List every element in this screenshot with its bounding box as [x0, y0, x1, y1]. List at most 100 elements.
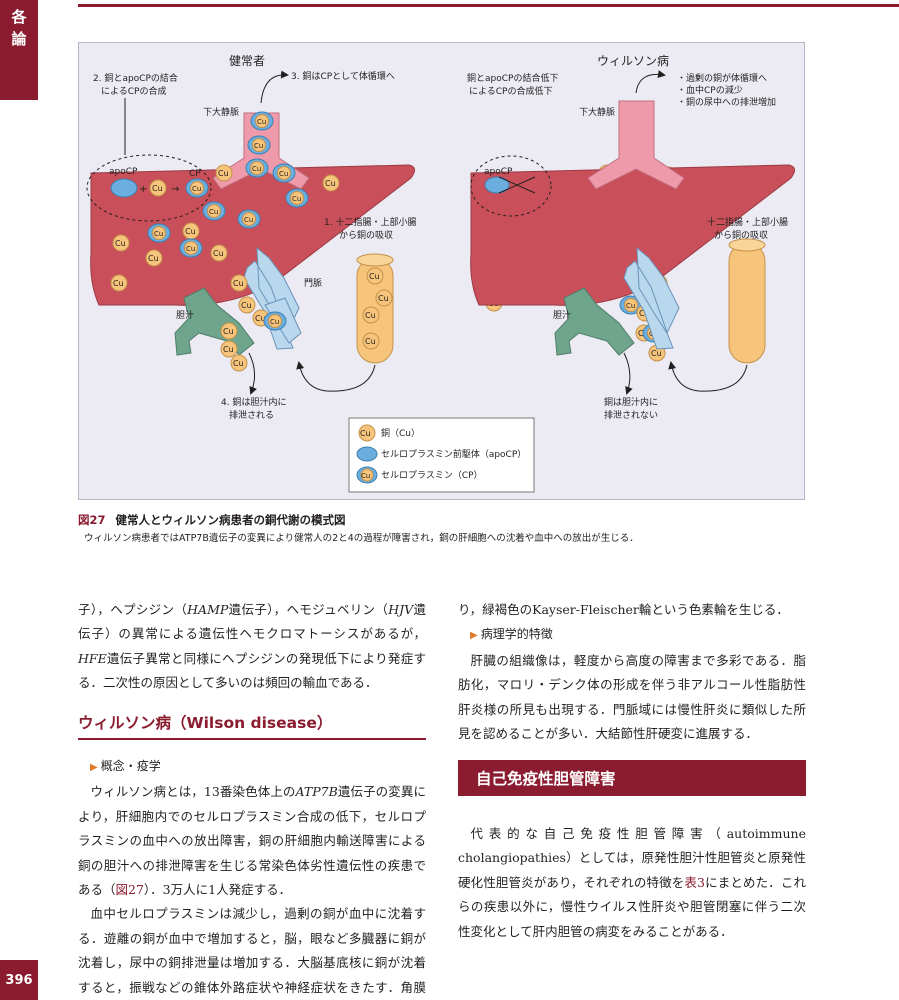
left-step2-line2: によるCPの合成	[101, 85, 166, 97]
left-para-3: 血中セルロプラスミンは減少し，過剰の銅が血中に沈着する．遊離の銅が血中で増加する…	[78, 906, 426, 995]
legend-cu-glyph: Cu	[360, 429, 371, 438]
figure-caption-body: ウィルソン病患者ではATP7B遺伝子の変異により健常人の2と4の過程が障害され，…	[84, 533, 639, 544]
left-column-lower: ▶概念・疫学 ウィルソン病とは，13番染色体上のATP7B遺伝子の変異により，肝…	[78, 754, 426, 1000]
right-ivc	[587, 100, 685, 190]
text-segment: 遺伝子），ヘモジュベリン（	[228, 602, 389, 617]
right-bullet-1: ・過剰の銅が体循環へ	[677, 72, 767, 84]
right-synthesis-circle	[470, 155, 552, 217]
cu-marker	[362, 306, 380, 324]
triangle-icon: ▶	[470, 630, 478, 642]
left-column: 子），ヘプシジン（HAMP遺伝子），ヘモジュベリン（HJV遺伝子）の異常による遺…	[78, 598, 426, 696]
cu-marker	[215, 164, 233, 182]
cp-marker	[268, 314, 282, 328]
figure-title: 健常人とウィルソン病患者の銅代謝の模式図	[115, 513, 346, 527]
text-segment: 代表的な自己免疫性胆管障害（autoimmune cholangiopathie…	[458, 826, 806, 890]
cu-marker	[110, 274, 128, 292]
left-arrow-systemic	[260, 70, 289, 104]
cp-marker	[255, 114, 269, 128]
wilson-heading: ウィルソン病（Wilson disease）	[78, 706, 426, 740]
text-segment: 遺伝子の変異により，肝細胞内でのセルロプラスミン合成の低下，セルロプラスミンの血…	[78, 784, 426, 898]
cu-marker	[220, 340, 238, 358]
cu-label: Cu	[365, 311, 376, 320]
subheading-concept: ▶概念・疫学	[78, 754, 426, 780]
cu-label: Cu	[213, 249, 224, 258]
cu-marker	[230, 354, 248, 372]
cu-marker	[238, 296, 256, 314]
cu-label: Cu	[185, 227, 196, 236]
cu-marker	[230, 274, 248, 292]
text-segment: 遺伝子異常と同様にヘプシジンの発現低下により発症する．二次性の原因として多いのは…	[78, 650, 426, 691]
left-step4-line2: 排泄される	[229, 409, 274, 421]
right-note-line2: によるCPの合成低下	[469, 85, 552, 97]
cu-marker	[220, 322, 238, 340]
right-para-3: 代表的な自己免疫性胆管障害（autoimmune cholangiopathie…	[458, 822, 806, 944]
text-segment: 図27	[115, 882, 144, 898]
cu-label: Cu	[192, 185, 201, 193]
right-title: ウィルソン病	[597, 53, 669, 68]
right-liver	[470, 164, 795, 306]
left-plus: +	[139, 184, 147, 195]
cu-label: Cu	[223, 345, 234, 354]
cp-marker	[190, 181, 204, 195]
cu-label: Cu	[365, 337, 376, 346]
left-liver	[90, 164, 415, 306]
triangle-icon: ▶	[90, 762, 98, 773]
right-arrow-absorb	[668, 361, 748, 392]
right-bullet-2: ・血中CPの減少	[677, 84, 743, 96]
cu-marker	[366, 267, 384, 285]
left-ivc-label: 下大静脈	[203, 106, 239, 118]
cu-label: Cu	[252, 165, 261, 173]
cu-label: Cu	[369, 272, 380, 281]
text-segment: ）．3万人に1人発症する．	[143, 882, 292, 898]
cp-marker	[207, 204, 221, 218]
right-arrow-bile	[623, 352, 633, 395]
right-note-line1: 銅とapoCPの結合低下	[467, 72, 558, 84]
cu-marker	[210, 244, 228, 262]
subheading-pathology-label: 病理学的特徴	[480, 627, 553, 642]
cu-label: Cu	[292, 195, 301, 203]
left-cp-label: CP	[189, 169, 201, 179]
text-segment: HFE	[78, 650, 107, 666]
cu-marker	[375, 289, 393, 307]
right-apocp-shape	[484, 176, 510, 194]
figure-number: 図27	[78, 513, 106, 527]
right-ivc-label: 下大静脈	[579, 106, 615, 118]
page-number: 396	[0, 960, 38, 1000]
text-segment: ATP7B	[295, 784, 338, 800]
right-intestine	[728, 242, 766, 364]
text-segment: HJV	[388, 602, 414, 617]
right-arrow-systemic	[635, 70, 666, 94]
legend-apocp: セルロプラスミン前駆体（apoCP）	[381, 448, 526, 460]
cu-label: Cu	[152, 184, 163, 193]
left-bile-label: 胆汁	[176, 309, 194, 321]
subheading-pathology: ▶病理学的特徴	[458, 622, 806, 648]
text-segment: ウィルソン病とは，13番染色体上の	[90, 784, 296, 800]
left-arrow-absorb	[296, 361, 376, 392]
cp-marker	[152, 226, 166, 240]
legend-cp-glyph: Cu	[361, 472, 370, 480]
right-bile-note-line1: 銅は胆汁内に	[604, 396, 658, 408]
cu-label: Cu	[279, 170, 288, 178]
right-step1-line1: 十二指腸・上部小腸	[707, 216, 788, 228]
cu-label: Cu	[325, 179, 336, 188]
cu-label: Cu	[115, 239, 126, 248]
text-segment: 子），ヘプシジン（	[78, 602, 188, 617]
right-step1-line2: から銅の吸収	[714, 229, 768, 241]
left-title: 健常者	[229, 54, 265, 68]
right-column-lower: 代表的な自己免疫性胆管障害（autoimmune cholangiopathie…	[458, 822, 806, 944]
left-step4-line1: 4. 銅は胆汁内に	[221, 396, 286, 408]
cu-marker	[362, 332, 380, 350]
cu-marker	[145, 249, 163, 267]
left-para-1: 子），ヘプシジン（HAMP遺伝子），ヘモジュベリン（HJV遺伝子）の異常による遺…	[78, 598, 426, 696]
text-segment: 遺伝子）の異常による遺伝性ヘモクロマトーシスがあるが，	[78, 602, 426, 642]
right-para-1: り，緑褐色のKayser-Fleischer輪という色素輪を生じる．	[458, 602, 789, 617]
cu-label: Cu	[651, 349, 662, 358]
right-bullet-3: ・銅の尿中への排泄増加	[677, 96, 776, 108]
legend-copper: 銅（Cu）	[381, 427, 420, 439]
right-column: り，緑褐色のKayser-Fleischer輪という色素輪を生じる． ▶病理学的…	[458, 598, 806, 746]
legend-cp: セルロプラスミン（CP）	[381, 470, 483, 481]
left-portal-label: 門脈	[304, 277, 322, 289]
cp-marker	[277, 166, 291, 180]
